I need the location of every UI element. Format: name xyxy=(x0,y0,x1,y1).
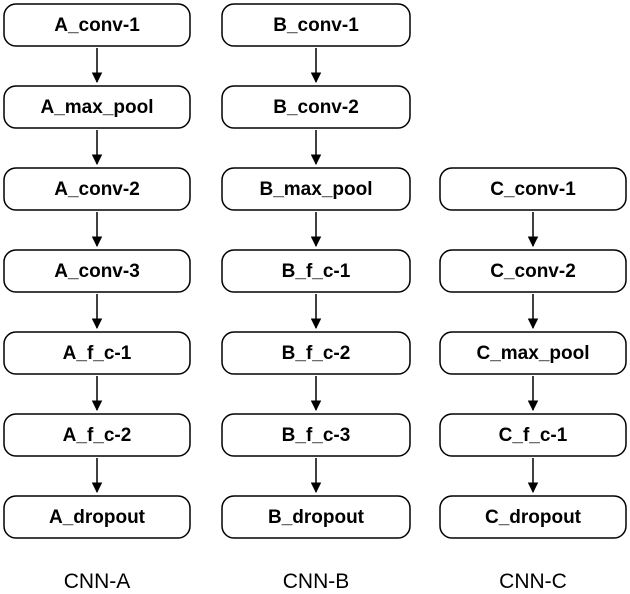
node-label: C_dropout xyxy=(485,507,582,528)
node-a-conv-3: A_conv-3 xyxy=(3,249,191,293)
node-b-dropout: B_dropout xyxy=(221,495,411,539)
node-a-max-pool: A_max_pool xyxy=(3,85,191,129)
column-cnn-b: B_conv-1 B_conv-2 B_max_pool B_f_c-1 B_f… xyxy=(221,3,411,593)
node-label: C_f_c-1 xyxy=(499,425,568,446)
column-label-cnn-a: CNN-A xyxy=(64,570,131,593)
node-c-max-pool: C_max_pool xyxy=(439,331,627,375)
node-label: C_conv-2 xyxy=(490,261,576,282)
node-c-dropout: C_dropout xyxy=(439,495,627,539)
node-a-f-c-1: A_f_c-1 xyxy=(3,331,191,375)
node-c-conv-2: C_conv-2 xyxy=(439,249,627,293)
column-cnn-a: A_conv-1 A_max_pool A_conv-2 A_conv-3 A_… xyxy=(3,3,191,593)
column-label-cnn-c: CNN-C xyxy=(499,570,567,593)
node-label: A_conv-3 xyxy=(54,261,140,282)
node-b-f-c-1: B_f_c-1 xyxy=(221,249,411,293)
column-label-cnn-b: CNN-B xyxy=(283,570,350,593)
node-c-f-c-1: C_f_c-1 xyxy=(439,413,627,457)
node-a-conv-2: A_conv-2 xyxy=(3,167,191,211)
node-label: B_max_pool xyxy=(260,179,373,200)
node-label: B_dropout xyxy=(268,507,365,528)
node-label: C_max_pool xyxy=(477,343,590,364)
node-label: A_conv-1 xyxy=(54,15,140,36)
node-b-f-c-2: B_f_c-2 xyxy=(221,331,411,375)
node-label: B_f_c-1 xyxy=(282,261,351,282)
node-label: A_conv-2 xyxy=(54,179,140,200)
node-label: B_f_c-2 xyxy=(282,343,351,364)
node-a-conv-1: A_conv-1 xyxy=(3,3,191,47)
node-a-f-c-2: A_f_c-2 xyxy=(3,413,191,457)
node-label: B_conv-2 xyxy=(273,97,359,118)
node-label: A_dropout xyxy=(49,507,146,528)
node-label: A_f_c-2 xyxy=(63,425,132,446)
node-c-conv-1: C_conv-1 xyxy=(439,167,627,211)
column-cnn-c: C_conv-1 C_conv-2 C_max_pool C_f_c-1 C_d… xyxy=(439,167,627,593)
node-label: A_max_pool xyxy=(41,97,154,118)
node-b-conv-2: B_conv-2 xyxy=(221,85,411,129)
node-label: C_conv-1 xyxy=(490,179,576,200)
node-b-max-pool: B_max_pool xyxy=(221,167,411,211)
node-a-dropout: A_dropout xyxy=(3,495,191,539)
node-b-conv-1: B_conv-1 xyxy=(221,3,411,47)
node-b-f-c-3: B_f_c-3 xyxy=(221,413,411,457)
node-label: B_conv-1 xyxy=(273,15,359,36)
node-label: B_f_c-3 xyxy=(282,425,351,446)
node-label: A_f_c-1 xyxy=(63,343,132,364)
